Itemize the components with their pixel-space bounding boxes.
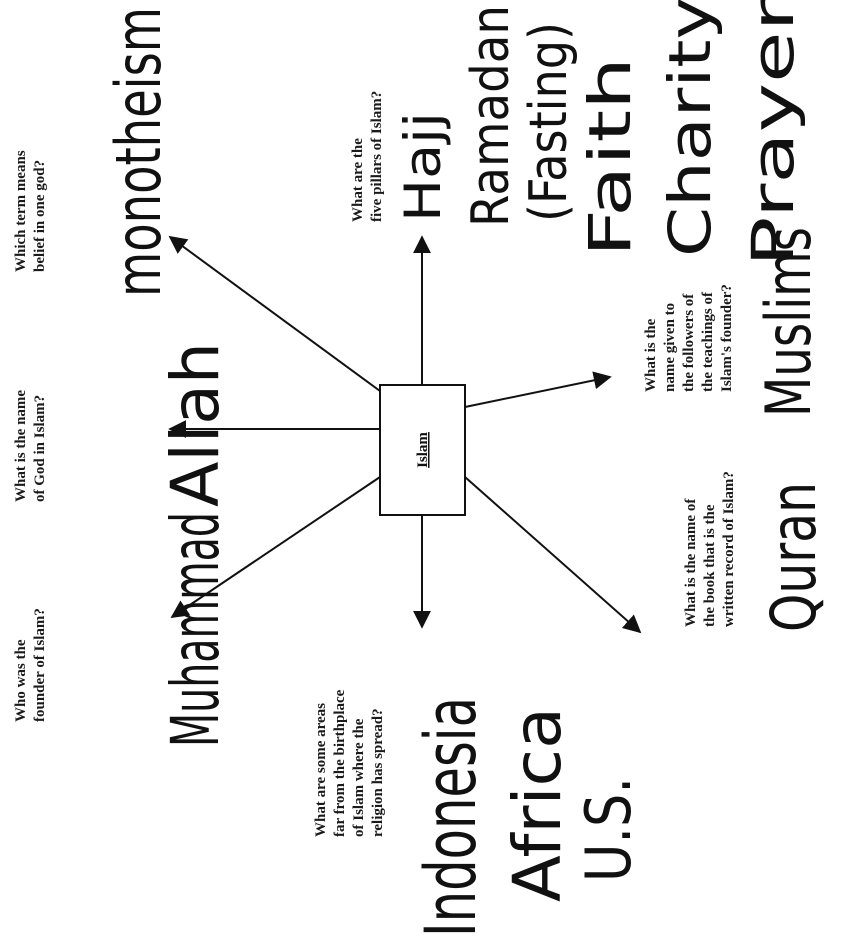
- answer-followers: Muslims: [752, 227, 825, 417]
- question-monotheism: Which term means belief in one god?: [13, 147, 48, 272]
- answer-areas: Indonesia Africa U.S.: [410, 697, 645, 937]
- center-label: Islam: [415, 432, 431, 468]
- answer-monotheism: monotheism: [102, 7, 175, 297]
- question-book: What is the name of the book that is the…: [683, 471, 737, 627]
- answer-pillars: Hajj Ramadan (Fasting) Faith Charity Pra…: [394, 0, 807, 267]
- arrows: [168, 235, 642, 634]
- answer-founder: Muhammad: [157, 512, 234, 747]
- question-god: What is the name of God in Islam?: [13, 386, 48, 502]
- area-us: U.S.: [572, 777, 645, 882]
- arrow-followers: [464, 371, 612, 408]
- arrow-monotheism: [168, 235, 381, 392]
- arrow-founder: [170, 476, 381, 619]
- answer-book: Quran: [757, 482, 830, 632]
- question-followers: What is the name given to the followers …: [643, 284, 735, 392]
- question-areas: What are some areas far from the birthpl…: [313, 686, 386, 837]
- pillar-hajj: Hajj: [394, 112, 452, 222]
- pillar-faith: Faith: [576, 57, 644, 257]
- answer-god: Allah: [157, 342, 234, 507]
- area-indonesia: Indonesia: [410, 697, 492, 937]
- area-africa: Africa: [499, 707, 576, 902]
- arrow-book: [464, 476, 642, 634]
- question-founder: Who was the founder of Islam?: [13, 608, 48, 722]
- question-pillars: What are the five pillars of Islam?: [350, 91, 385, 222]
- pillar-ramadan: Ramadan: [461, 5, 521, 227]
- pillar-charity: Charity: [656, 0, 724, 257]
- pillar-prayer: Prayer: [739, 0, 807, 267]
- pillar-fasting: (Fasting): [519, 22, 579, 222]
- rotated-worksheet: Islam Who was the founder of Islam? What…: [13, 0, 830, 937]
